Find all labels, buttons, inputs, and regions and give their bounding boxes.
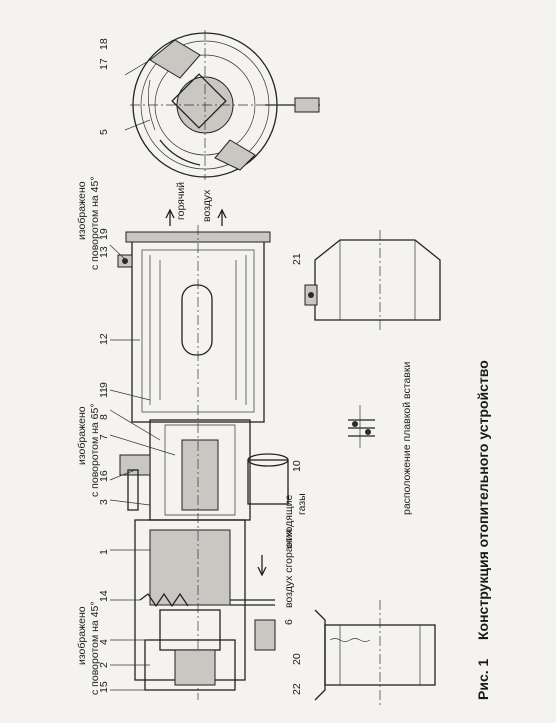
rot45-bottom-a: изображено [76, 606, 88, 665]
leader-lines [109, 59, 176, 691]
part-16: 16 [98, 470, 110, 482]
part-11: 11 [98, 387, 110, 398]
exhaust-a-label: отходящие [283, 495, 295, 548]
air-label: воздух [201, 189, 213, 222]
part-14: 14 [98, 590, 110, 602]
exhaust-b-label: газы [296, 493, 308, 515]
part-2: 2 [98, 662, 110, 668]
rot65-b: с поворотом на 65° [89, 403, 101, 497]
part-19: 19 [98, 228, 110, 240]
part-12: 12 [98, 333, 110, 345]
part-22: 22 [291, 683, 303, 695]
part-3: 3 [98, 499, 110, 505]
rot45-top-a: изображено [76, 181, 88, 240]
figure-title: Конструкция отопительного устройство [475, 360, 491, 640]
part-1: 1 [98, 549, 110, 555]
main-section-view [117, 225, 289, 700]
part-7: 7 [98, 434, 110, 440]
part-8: 8 [98, 414, 110, 420]
fuse-position-label: расположение плавкой вставки [401, 362, 413, 515]
top-section-view [130, 30, 320, 180]
combustion-air-label: воздух сгорания [283, 529, 295, 608]
bottom-view [314, 600, 436, 705]
part-5: 5 [98, 129, 110, 135]
airflow-arrows [165, 208, 267, 577]
part-13: 13 [98, 246, 110, 258]
part-17: 17 [98, 58, 110, 70]
rotated-labels: изображено с поворотом на 45° изображено… [76, 176, 491, 700]
part-4: 4 [98, 639, 110, 645]
part-6: 6 [283, 619, 295, 625]
rot45-top-b: с поворотом на 45° [89, 176, 101, 270]
side-view-21 [304, 230, 441, 330]
part-15: 15 [98, 681, 110, 693]
fuse-detail [348, 405, 375, 448]
rot65-a: изображено [76, 406, 88, 465]
part-20: 20 [291, 653, 303, 665]
part-numbers: 18 17 5 19 13 21 12 11 9 8 7 16 3 10 1 6… [98, 38, 303, 695]
figure-number: Рис. 1 [475, 658, 491, 700]
part-9: 9 [98, 382, 110, 388]
part-18: 18 [98, 38, 110, 50]
hot-label: горячий [175, 182, 187, 220]
rot45-bottom-b: с поворотом на 45° [89, 601, 101, 695]
part-21: 21 [291, 253, 303, 265]
part-10: 10 [291, 460, 303, 472]
